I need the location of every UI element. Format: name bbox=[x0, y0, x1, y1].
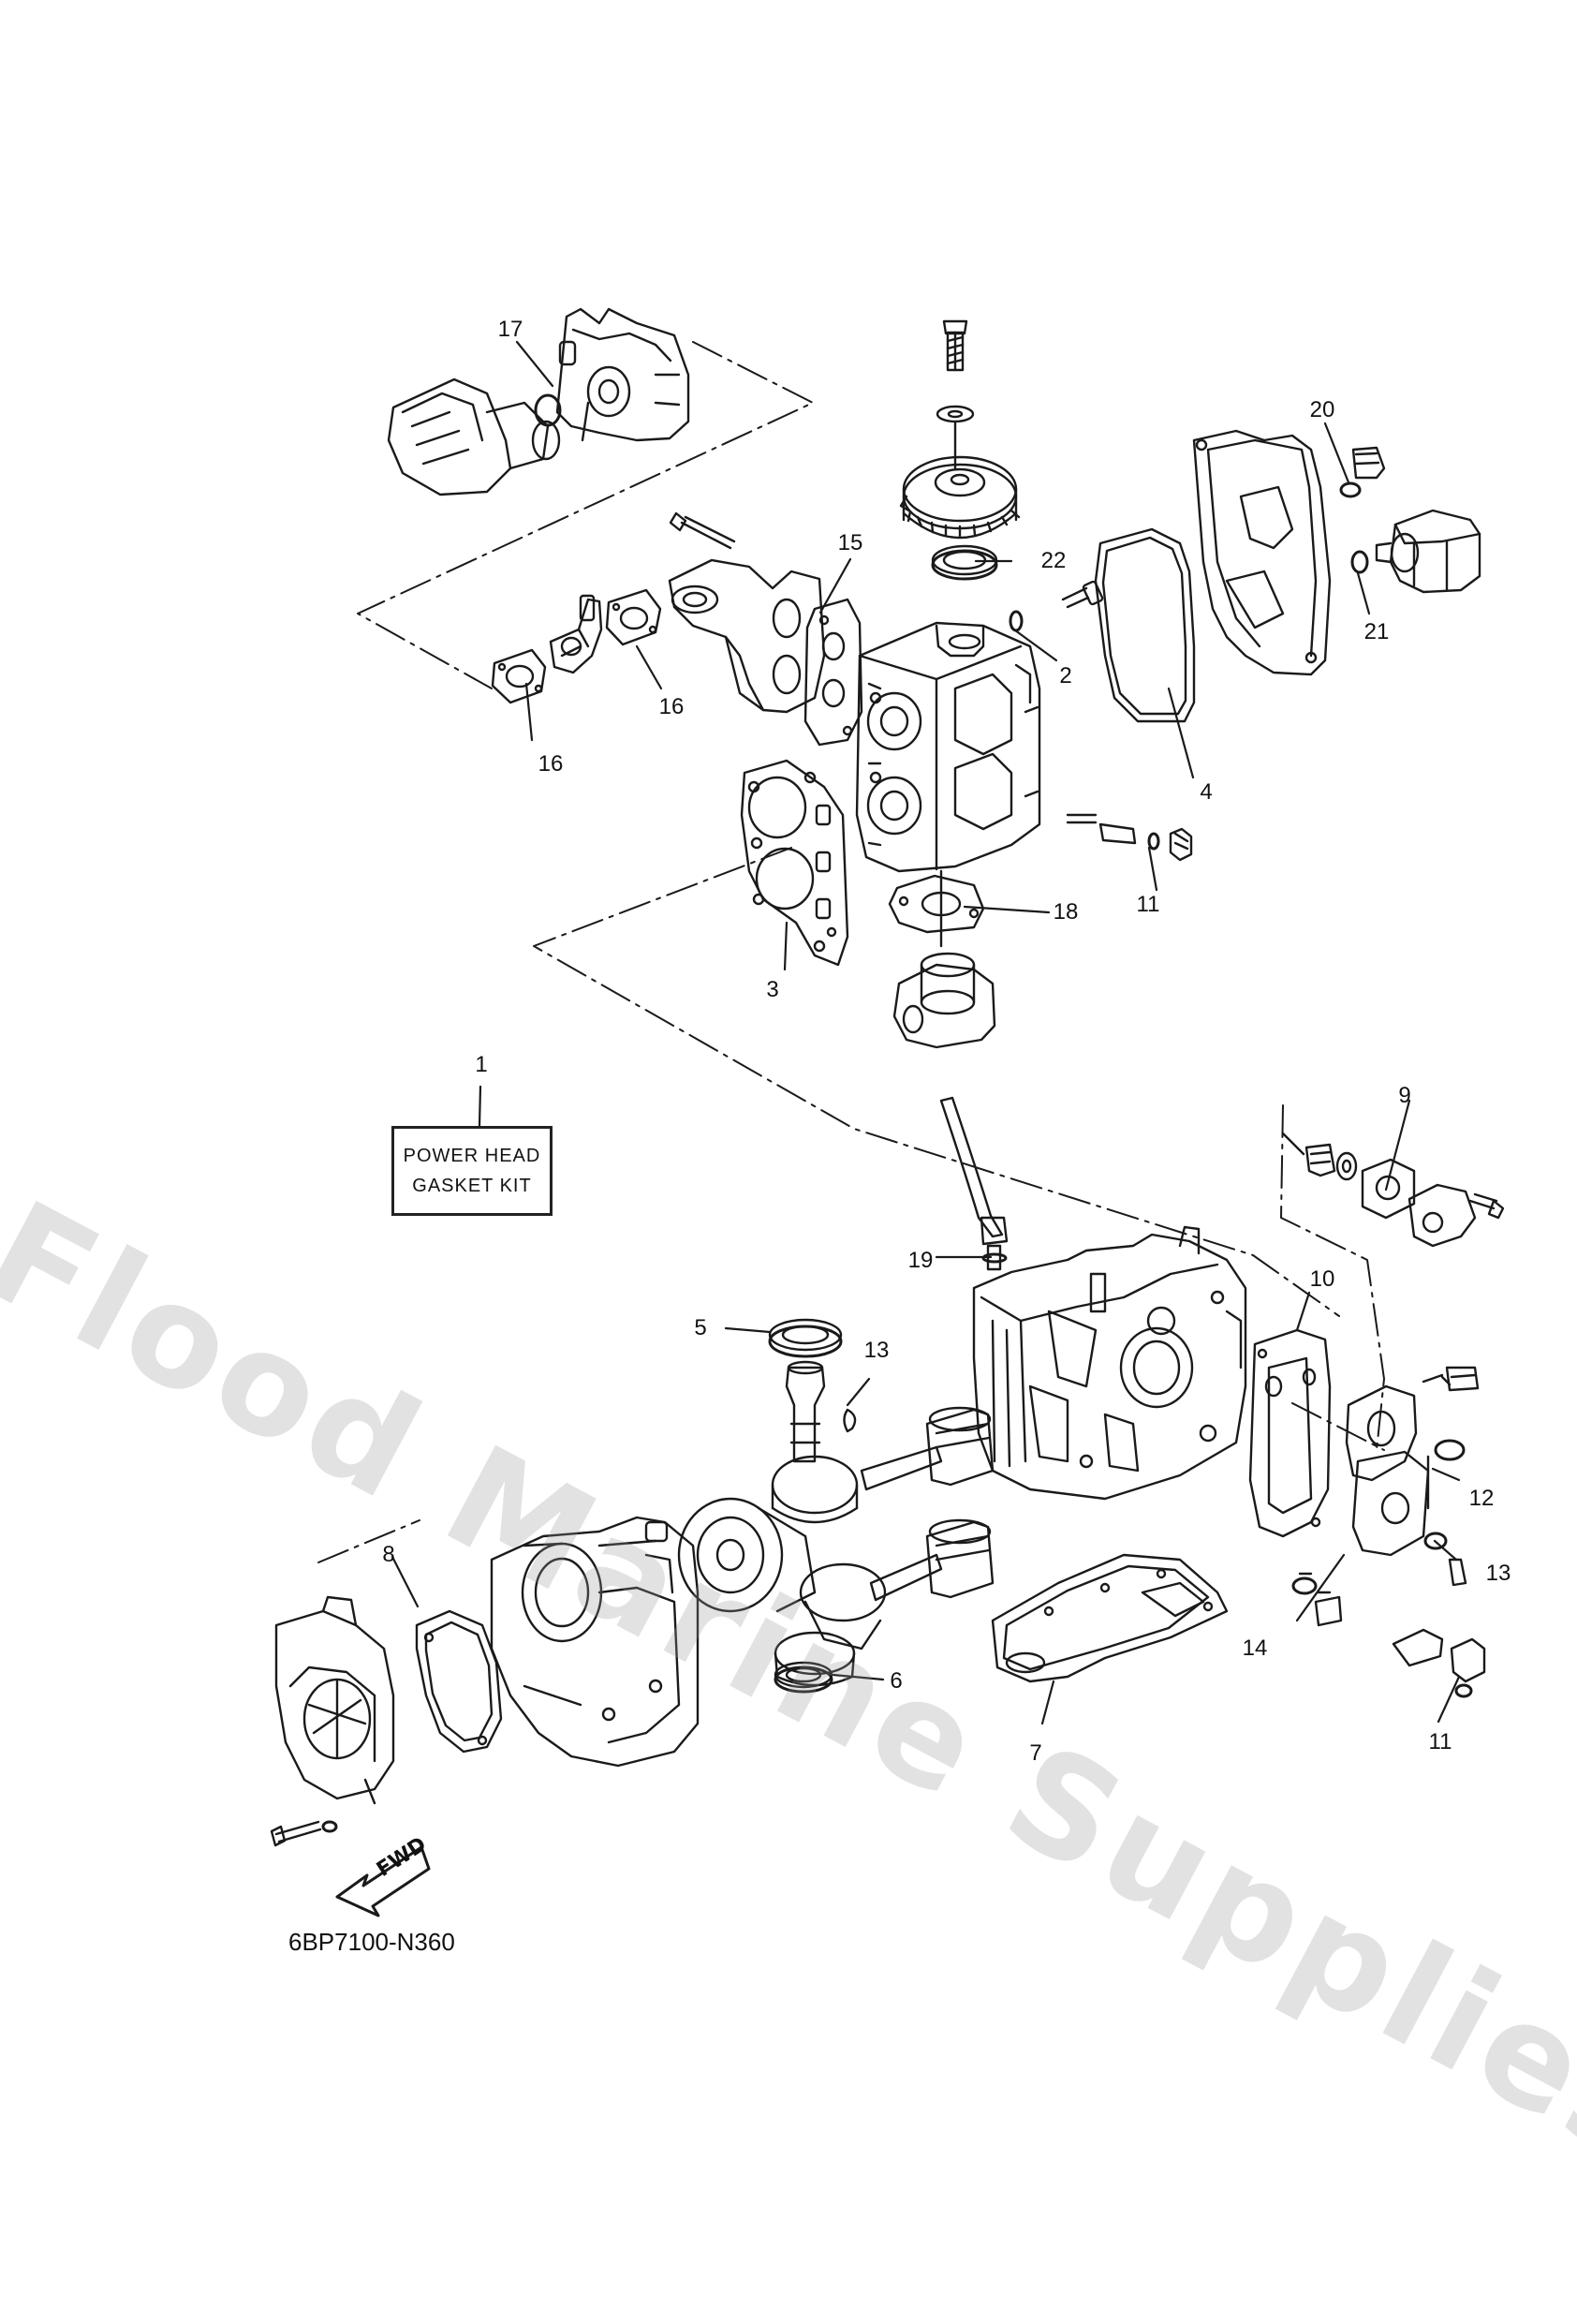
callout-8: 8 bbox=[382, 1542, 395, 1567]
callout-18: 18 bbox=[1053, 899, 1079, 925]
intake-spacer-drawing bbox=[549, 594, 603, 674]
exhaust-cover-gasket-10-drawing bbox=[1248, 1328, 1332, 1538]
callout-3: 3 bbox=[766, 977, 779, 1002]
kit-label-line1: POWER HEAD bbox=[403, 1146, 541, 1166]
crankcase-drawing bbox=[490, 1516, 700, 1768]
key-14-drawing bbox=[843, 1408, 857, 1433]
oil-seal-6-drawing bbox=[774, 1661, 833, 1694]
exhaust-manifold-drawing bbox=[668, 558, 826, 714]
callout-11-upper: 11 bbox=[1136, 892, 1160, 917]
group-boundary-lines bbox=[317, 341, 1385, 1563]
callout-11-lower: 11 bbox=[1428, 1729, 1452, 1754]
callout-10: 10 bbox=[1309, 1266, 1335, 1292]
thermostat-cover-drawing bbox=[892, 952, 996, 1049]
drawing-code: 6BP7100-N360 bbox=[288, 1928, 455, 1956]
timing-pulley-drawing bbox=[899, 319, 1021, 540]
gasket-8-drawing bbox=[415, 1609, 503, 1754]
oil-seal-22-drawing bbox=[931, 544, 998, 581]
callout-13-left: 14 bbox=[1242, 1636, 1268, 1661]
oil-seal-5-drawing bbox=[768, 1318, 843, 1358]
crankshaft-piston-drawing bbox=[677, 1360, 995, 1687]
dipstick-guide-drawing bbox=[939, 1096, 1009, 1271]
cover-9-assembly-drawing bbox=[1281, 1132, 1505, 1248]
head-cover-gasket-4-drawing bbox=[1094, 527, 1196, 723]
leader-lines bbox=[391, 340, 1461, 1725]
callout-7: 7 bbox=[1029, 1740, 1042, 1766]
callout-12: 12 bbox=[1468, 1486, 1495, 1511]
callout-22: 22 bbox=[1040, 548, 1067, 573]
gasket-15-drawing bbox=[803, 598, 863, 747]
cylinder-head-cover-drawing bbox=[1192, 429, 1332, 676]
thermostat-gasket-18-drawing bbox=[888, 869, 985, 948]
callout-15: 15 bbox=[837, 530, 863, 555]
fuel-pump-drawing bbox=[1339, 446, 1481, 594]
callout-14: 13 bbox=[863, 1338, 890, 1363]
callout-19: 19 bbox=[907, 1248, 934, 1273]
cylinder-head-gasket-3-drawing bbox=[740, 759, 849, 967]
callout-6: 6 bbox=[890, 1668, 903, 1694]
callout-17: 17 bbox=[497, 317, 523, 342]
water-cover-drawing bbox=[270, 1595, 395, 1847]
callout-4: 4 bbox=[1200, 779, 1213, 805]
exhaust-cover-drawing bbox=[1291, 1366, 1486, 1698]
fwd-arrow-icon bbox=[335, 1845, 431, 1917]
gasket-kit-label: POWER HEAD GASKET KIT bbox=[391, 1126, 553, 1216]
callout-9: 9 bbox=[1398, 1083, 1411, 1108]
cylinder-block-drawing bbox=[972, 1225, 1247, 1501]
carburetor-assembly-drawing bbox=[387, 307, 690, 496]
plug-11-upper-drawing bbox=[1066, 813, 1193, 862]
callout-20: 20 bbox=[1309, 397, 1335, 422]
cylinder-head-drawing bbox=[669, 511, 1104, 873]
callout-1: 1 bbox=[475, 1052, 488, 1077]
callout-2: 2 bbox=[1059, 663, 1072, 688]
callout-16-right: 16 bbox=[658, 694, 685, 719]
callout-21: 21 bbox=[1363, 619, 1390, 644]
gasket-16-drawing bbox=[491, 588, 662, 704]
callout-13-right: 13 bbox=[1485, 1561, 1511, 1586]
callout-16-left: 16 bbox=[538, 751, 564, 777]
callout-5: 5 bbox=[694, 1315, 707, 1340]
crankcase-gasket-7-drawing bbox=[991, 1553, 1229, 1683]
kit-label-line2: GASKET KIT bbox=[412, 1176, 532, 1196]
